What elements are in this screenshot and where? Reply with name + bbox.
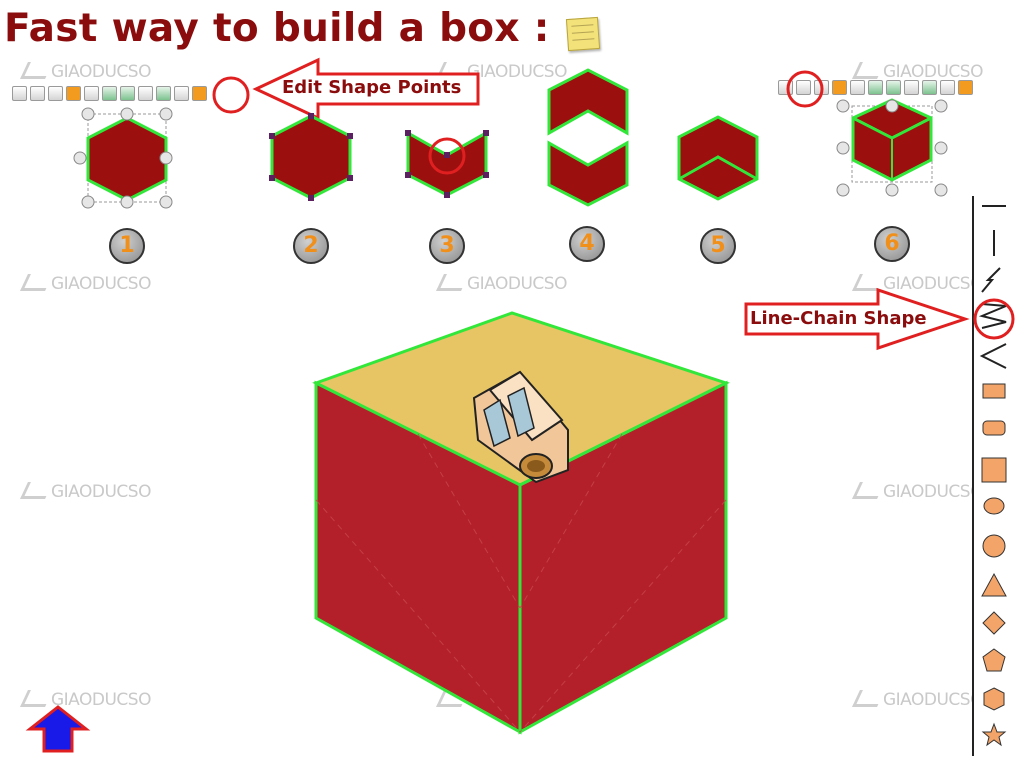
- shape-step-2[interactable]: [269, 113, 353, 201]
- step-badge: 1: [109, 228, 145, 264]
- crop-icon[interactable]: [904, 80, 919, 95]
- diamond-icon[interactable]: [982, 611, 1006, 635]
- home-arrow-icon[interactable]: [25, 705, 91, 753]
- shape-toolbar-right: [778, 80, 973, 98]
- star-small-icon[interactable]: [174, 86, 189, 101]
- undo-icon[interactable]: [796, 80, 811, 95]
- shape-step-1[interactable]: [73, 107, 173, 209]
- step-badge: 5: [700, 228, 736, 264]
- triangle-icon[interactable]: [102, 86, 117, 101]
- circle-icon[interactable]: [982, 534, 1006, 558]
- annotation-circle: [786, 70, 824, 108]
- watermark: GIAODUCSO: [20, 62, 151, 82]
- annotation-circle: [212, 76, 250, 114]
- star-icon[interactable]: [922, 80, 937, 95]
- pentagon-icon[interactable]: [982, 648, 1006, 672]
- shape-step-3[interactable]: [405, 130, 489, 198]
- watermark: GIAODUCSO: [852, 690, 983, 710]
- page-title: Fast way to build a box :: [4, 6, 550, 51]
- line-chain-shape-label: Line-Chain Shape: [750, 308, 927, 329]
- star-icon[interactable]: [156, 86, 171, 101]
- rounded-rectangle-icon[interactable]: [982, 420, 1006, 436]
- rectangle-icon[interactable]: [982, 383, 1006, 399]
- sharpener-icon: [472, 370, 569, 484]
- box-3d[interactable]: [312, 311, 730, 735]
- step-badge: 4: [569, 226, 605, 262]
- shape-toolbar-left: [12, 86, 207, 104]
- shape-step-5[interactable]: [677, 115, 759, 201]
- polyline-open-icon[interactable]: [979, 343, 1007, 369]
- step-badge: 6: [874, 226, 910, 262]
- watermark: GIAODUCSO: [20, 690, 151, 710]
- copy-icon[interactable]: [48, 86, 63, 101]
- shapes-toolbar-icons: [973, 205, 1015, 747]
- watermark: GIAODUCSO: [852, 274, 983, 294]
- fill-color-icon[interactable]: [832, 80, 847, 95]
- star-icon[interactable]: [981, 722, 1007, 747]
- move-icon[interactable]: [12, 86, 27, 101]
- edit-shape-points-arrow: [252, 57, 480, 121]
- line-chain-icon[interactable]: [973, 298, 1015, 340]
- shape-step-6[interactable]: [836, 98, 948, 197]
- edit-points-icon[interactable]: [192, 86, 207, 101]
- ellipse-icon[interactable]: [983, 497, 1005, 515]
- star-small-icon[interactable]: [940, 80, 955, 95]
- layer-icon[interactable]: [850, 80, 865, 95]
- edit-points-icon[interactable]: [958, 80, 973, 95]
- line-chain-arrow: [744, 287, 970, 351]
- shapes-toolbar: [972, 196, 1015, 756]
- step-badge: 2: [293, 228, 329, 264]
- watermark: GIAODUCSO: [852, 482, 983, 502]
- layer-icon[interactable]: [84, 86, 99, 101]
- line-diagonal-icon[interactable]: [981, 267, 1001, 293]
- hexagon-icon[interactable]: [983, 687, 1005, 711]
- watermark: GIAODUCSO: [20, 274, 151, 294]
- watermark: GIAODUCSO: [436, 274, 567, 294]
- edit-shape-points-label: Edit Shape Points: [282, 77, 462, 98]
- step-badge: 3: [429, 228, 465, 264]
- watermark: GIAODUCSO: [436, 62, 567, 82]
- crop-icon[interactable]: [138, 86, 153, 101]
- square-icon[interactable]: [981, 457, 1007, 483]
- box-right-face: [518, 380, 728, 735]
- rotate-icon[interactable]: [886, 80, 901, 95]
- fill-color-icon[interactable]: [66, 86, 81, 101]
- rotate-icon[interactable]: [120, 86, 135, 101]
- watermark: GIAODUCSO: [20, 482, 151, 502]
- triangle-icon[interactable]: [981, 572, 1007, 597]
- undo-icon[interactable]: [30, 86, 45, 101]
- shape-step-4[interactable]: [547, 68, 629, 207]
- triangle-icon[interactable]: [868, 80, 883, 95]
- watermark: GIAODUCSO: [852, 62, 983, 82]
